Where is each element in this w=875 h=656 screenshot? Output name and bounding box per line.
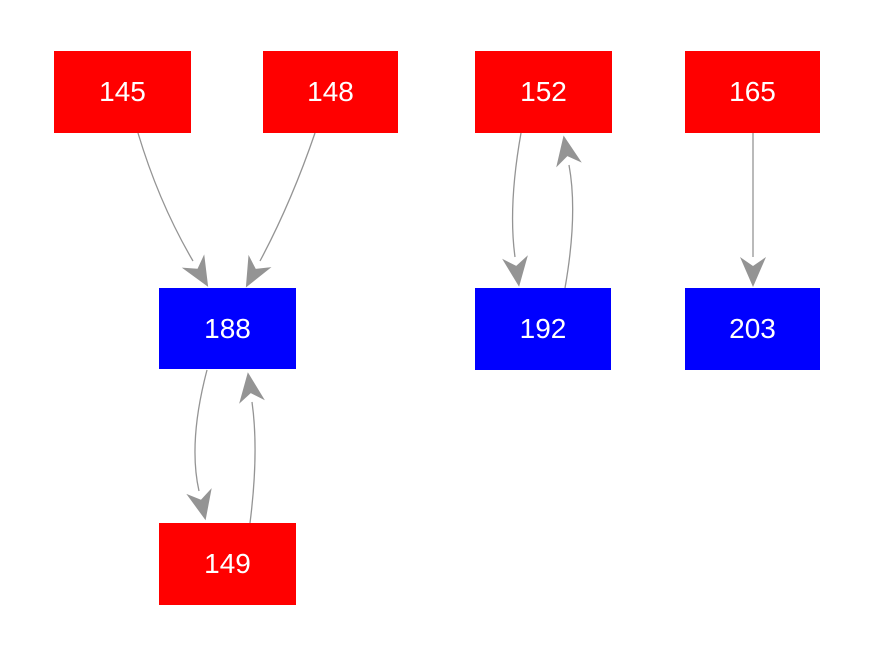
node-145: 145 — [54, 51, 191, 133]
edge-188-149 — [186, 369, 212, 521]
node-label: 149 — [204, 548, 251, 579]
node-label: 192 — [519, 313, 567, 344]
node-165: 165 — [685, 51, 820, 133]
edge-145-188 — [137, 132, 209, 287]
node-148: 148 — [263, 51, 398, 133]
node-label: 152 — [520, 76, 567, 107]
node-188: 188 — [159, 288, 296, 369]
node-192: 192 — [475, 288, 611, 370]
node-label: 165 — [729, 76, 776, 107]
node-label: 203 — [729, 313, 776, 344]
node-label: 148 — [307, 76, 354, 107]
edge-148-188 — [245, 132, 316, 288]
node-203: 203 — [685, 288, 820, 370]
edge-152-192 — [502, 132, 528, 287]
node-149: 149 — [159, 523, 296, 605]
edge-149-188 — [239, 372, 265, 524]
node-152: 152 — [475, 51, 612, 133]
edge-192-152 — [556, 135, 582, 289]
node-label: 145 — [99, 76, 146, 107]
node-label: 188 — [204, 312, 251, 344]
